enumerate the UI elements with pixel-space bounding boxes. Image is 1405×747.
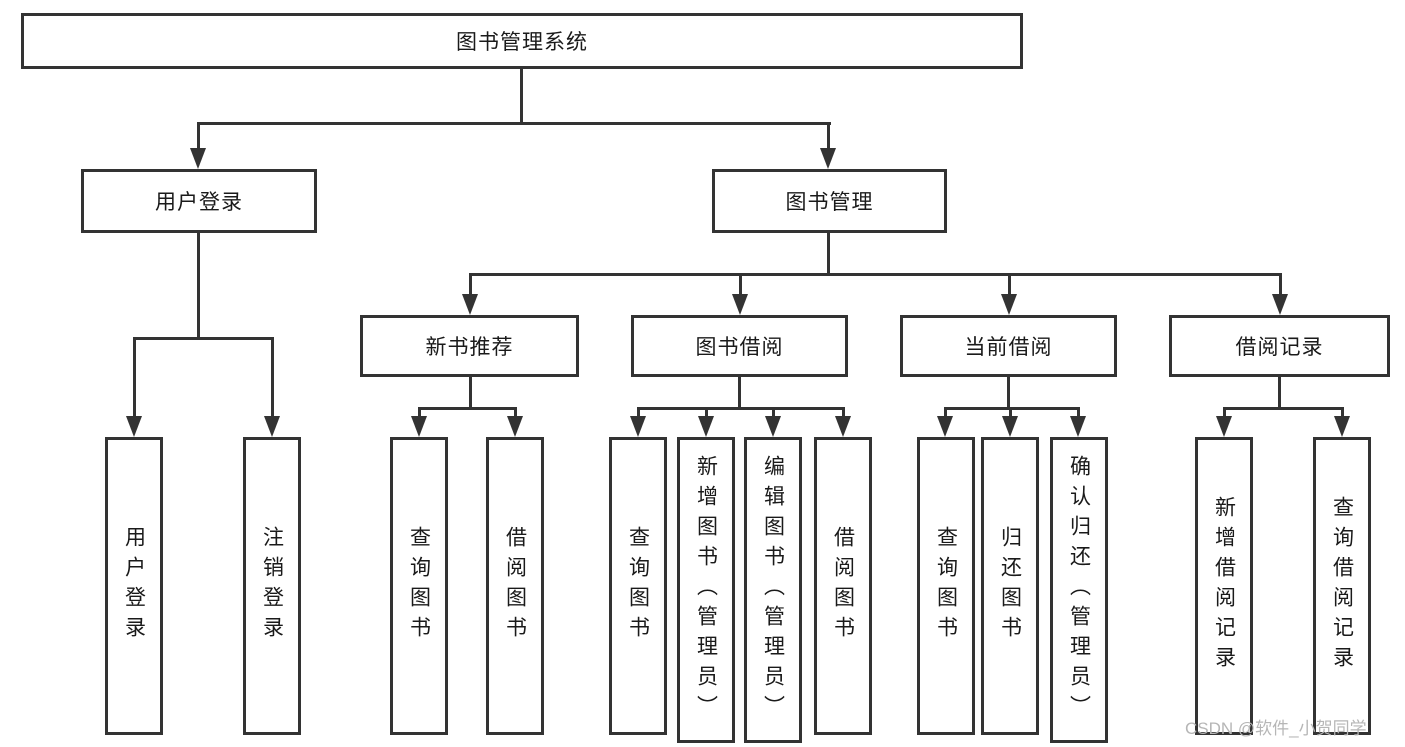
- node-label: 归还图书: [998, 526, 1022, 646]
- leaf-query-books-current: 查询图书: [917, 437, 975, 735]
- connector-line: [1007, 377, 1010, 407]
- arrow-down-icon: [190, 148, 206, 169]
- connector-line: [418, 407, 421, 416]
- connector-line: [1223, 407, 1226, 416]
- arrow-down-icon: [765, 416, 781, 437]
- connector-line: [637, 407, 845, 410]
- arrow-down-icon: [411, 416, 427, 437]
- connector-line: [705, 407, 708, 416]
- connector-line: [469, 273, 1281, 276]
- node-borrow-records: 借阅记录: [1169, 315, 1390, 377]
- arrow-down-icon: [937, 416, 953, 437]
- arrow-down-icon: [1334, 416, 1350, 437]
- connector-line: [827, 233, 830, 273]
- leaf-query-borrow-record: 查询借阅记录: [1313, 437, 1371, 735]
- connector-line: [469, 273, 472, 294]
- connector-line: [271, 337, 274, 416]
- connector-line: [1341, 407, 1344, 416]
- arrow-down-icon: [732, 294, 748, 315]
- node-user-login: 用户登录: [81, 169, 317, 233]
- connector-line: [197, 122, 200, 148]
- arrow-down-icon: [698, 416, 714, 437]
- leaf-return-books: 归还图书: [981, 437, 1039, 735]
- leaf-add-borrow-record: 新增借阅记录: [1195, 437, 1253, 735]
- arrow-down-icon: [630, 416, 646, 437]
- node-label: 查询图书: [626, 526, 650, 646]
- arrow-down-icon: [1070, 416, 1086, 437]
- leaf-borrow-books-recommend: 借阅图书: [486, 437, 544, 735]
- node-label: 注销登录: [260, 526, 284, 646]
- node-label: 借阅图书: [503, 526, 527, 646]
- leaf-user-login: 用户登录: [105, 437, 163, 735]
- node-label: 查询图书: [934, 526, 958, 646]
- connector-line: [1278, 377, 1281, 407]
- node-label: 查询图书: [407, 526, 431, 646]
- node-label: 借阅记录: [1235, 336, 1324, 359]
- node-label: 当前借阅: [964, 336, 1053, 359]
- leaf-borrow-books: 借阅图书: [814, 437, 872, 735]
- leaf-query-books-borrow: 查询图书: [609, 437, 667, 735]
- node-label: 图书管理: [785, 191, 874, 214]
- connector-line: [637, 407, 640, 416]
- leaf-edit-books-admin: 编辑图书（管理员）: [744, 437, 802, 743]
- node-label: 编辑图书（管理员）: [761, 455, 785, 725]
- leaf-confirm-return-admin: 确认归还（管理员）: [1050, 437, 1108, 743]
- arrow-down-icon: [1001, 294, 1017, 315]
- node-library-management-system: 图书管理系统: [21, 13, 1023, 69]
- connector-line: [827, 122, 830, 148]
- node-label: 新书推荐: [425, 336, 514, 359]
- node-label: 新增借阅记录: [1212, 496, 1236, 676]
- connector-line: [1077, 407, 1080, 416]
- connector-line: [520, 68, 523, 122]
- node-label: 图书管理系统: [456, 31, 588, 54]
- arrow-down-icon: [835, 416, 851, 437]
- arrow-down-icon: [126, 416, 142, 437]
- connector-line: [1223, 407, 1344, 410]
- node-label: 新增图书（管理员）: [694, 455, 718, 725]
- arrow-down-icon: [1272, 294, 1288, 315]
- connector-line: [514, 407, 517, 416]
- node-label: 查询借阅记录: [1330, 496, 1354, 676]
- connector-line: [772, 407, 775, 416]
- leaf-add-books-admin: 新增图书（管理员）: [677, 437, 735, 743]
- connector-line: [739, 273, 742, 294]
- leaf-query-books-recommend: 查询图书: [390, 437, 448, 735]
- node-book-management: 图书管理: [712, 169, 947, 233]
- connector-line: [738, 377, 741, 407]
- connector-line: [842, 407, 845, 416]
- node-label: 图书借阅: [695, 336, 784, 359]
- leaf-logout: 注销登录: [243, 437, 301, 735]
- connector-line: [1008, 273, 1011, 294]
- connector-line: [469, 377, 472, 407]
- arrow-down-icon: [507, 416, 523, 437]
- node-label: 借阅图书: [831, 526, 855, 646]
- node-new-book-recommend: 新书推荐: [360, 315, 579, 377]
- node-label: 确认归还（管理员）: [1067, 455, 1091, 725]
- connector-line: [133, 337, 273, 340]
- arrow-down-icon: [1002, 416, 1018, 437]
- connector-line: [133, 337, 136, 416]
- connector-line: [418, 407, 517, 410]
- watermark: CSDN @软件_小贺同学: [1185, 719, 1367, 738]
- connector-line: [197, 233, 200, 337]
- arrow-down-icon: [462, 294, 478, 315]
- node-current-borrow: 当前借阅: [900, 315, 1117, 377]
- connector-line: [1279, 273, 1282, 294]
- arrow-down-icon: [820, 148, 836, 169]
- connector-line: [944, 407, 947, 416]
- node-book-borrow: 图书借阅: [631, 315, 848, 377]
- arrow-down-icon: [264, 416, 280, 437]
- node-label: 用户登录: [155, 191, 243, 214]
- arrow-down-icon: [1216, 416, 1232, 437]
- connector-line: [197, 122, 831, 125]
- node-label: 用户登录: [122, 526, 146, 646]
- connector-line: [1009, 407, 1012, 416]
